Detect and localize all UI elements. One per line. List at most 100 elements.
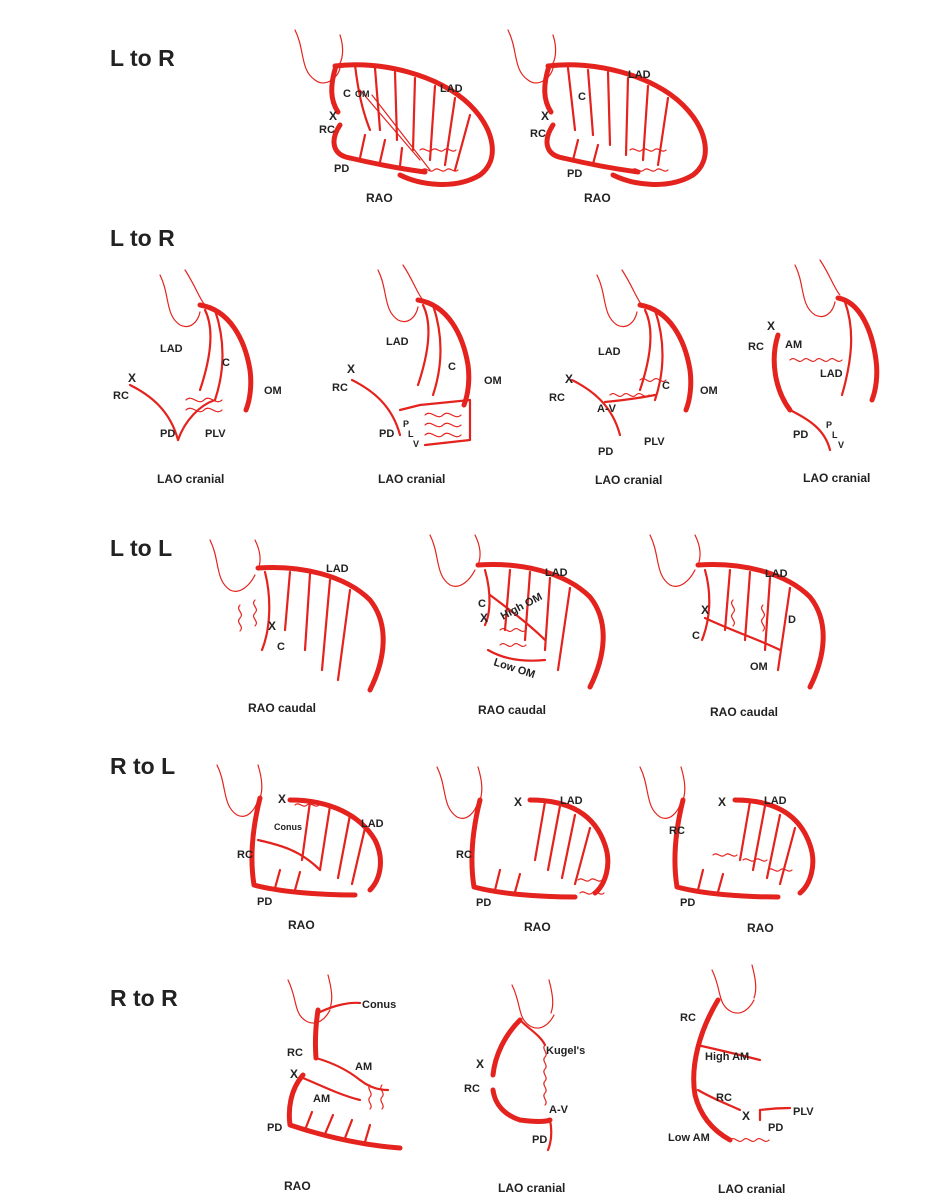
- label-rc-lower: RC: [716, 1092, 732, 1104]
- panel-r5-1: Conus RC AM X AM PD RAO: [267, 974, 403, 1193]
- panel-r3-1: LAD X C RAO caudal: [209, 539, 386, 715]
- label-rc-top: RC: [680, 1012, 696, 1024]
- panel-caption: RAO caudal: [478, 703, 546, 717]
- panel-caption: RAO caudal: [248, 701, 316, 715]
- label-pd: PD: [793, 429, 808, 441]
- label-x: X: [128, 371, 136, 385]
- heart-outline: [377, 264, 424, 323]
- label-conus: Conus: [274, 822, 302, 832]
- label-v: V: [413, 439, 419, 449]
- label-conus: Conus: [362, 999, 396, 1011]
- label-om: OM: [264, 385, 282, 397]
- heart-outline: [287, 974, 333, 1024]
- label-am: AM: [785, 339, 802, 351]
- label-pd: PD: [532, 1134, 547, 1146]
- vessel-tree: [329, 62, 495, 187]
- label-rc: RC: [113, 390, 129, 402]
- vessel-tree: [672, 797, 816, 900]
- label-x: X: [541, 109, 549, 123]
- panel-r5-3: RC High AM RC X PLV PD Low AM LAO crania…: [668, 964, 814, 1196]
- label-x: X: [476, 1057, 484, 1071]
- label-lad: LAD: [765, 568, 788, 580]
- label-pd: PD: [768, 1122, 783, 1134]
- panel-r3-2: LAD C X High OM Low OM RAO caudal: [429, 534, 606, 717]
- row-heading-l-to-l: L to L: [110, 535, 172, 561]
- label-rc: RC: [464, 1083, 480, 1095]
- label-x: X: [742, 1109, 750, 1123]
- label-lad: LAD: [628, 69, 651, 81]
- label-pd: PD: [267, 1122, 282, 1134]
- label-c: C: [692, 630, 700, 642]
- label-lad: LAD: [598, 346, 621, 358]
- label-lad: LAD: [560, 795, 583, 807]
- label-x: X: [480, 611, 488, 625]
- label-l: L: [408, 429, 414, 439]
- label-p: P: [403, 419, 409, 429]
- heart-outline: [711, 964, 757, 1014]
- label-plv: PLV: [644, 436, 665, 448]
- label-v: V: [838, 440, 844, 450]
- panel-caption: RAO: [584, 191, 611, 205]
- label-low-am: Low AM: [668, 1132, 710, 1144]
- vessel-tree: [542, 62, 708, 187]
- label-rc: RC: [530, 128, 546, 140]
- label-om: OM: [750, 661, 768, 673]
- label-x: X: [514, 795, 522, 809]
- panel-caption: LAO cranial: [718, 1182, 785, 1196]
- label-pd: PD: [476, 897, 491, 909]
- label-c: C: [478, 598, 486, 610]
- panel-r1-1: C OM LAD X RC PD RAO: [294, 29, 495, 205]
- label-x: X: [701, 603, 709, 617]
- vessel-tree: [475, 562, 606, 690]
- vessel-tree: [249, 795, 383, 898]
- label-om: OM: [484, 375, 502, 387]
- label-a-v: A-V: [549, 1104, 569, 1116]
- panel-caption: LAO cranial: [378, 472, 445, 486]
- label-p: P: [826, 420, 832, 430]
- label-lad: LAD: [545, 567, 568, 579]
- label-am-lower: AM: [313, 1093, 330, 1105]
- panel-r2-4: X RC AM LAD PD P L V LAO cranial: [748, 259, 880, 485]
- panel-caption: RAO: [747, 921, 774, 935]
- label-plv: PLV: [793, 1106, 814, 1118]
- label-x: X: [718, 795, 726, 809]
- label-pd: PD: [379, 428, 394, 440]
- panel-caption: RAO: [284, 1179, 311, 1193]
- label-a-v: A-V: [597, 403, 617, 415]
- panel-caption: LAO cranial: [803, 471, 870, 485]
- label-x: X: [290, 1067, 298, 1081]
- label-kugels: Kugel's: [546, 1045, 585, 1057]
- label-om: OM: [700, 385, 718, 397]
- label-lad: LAD: [361, 818, 384, 830]
- label-c: C: [578, 91, 586, 103]
- label-x: X: [278, 792, 286, 806]
- label-rc: RC: [237, 849, 253, 861]
- label-pd: PD: [598, 446, 613, 458]
- panel-r4-3: X LAD RC PD RAO: [639, 766, 816, 935]
- label-d: D: [788, 614, 796, 626]
- label-x: X: [329, 109, 337, 123]
- row-heading-l-to-r-2: L to R: [110, 225, 175, 251]
- vessel-tree: [128, 302, 254, 442]
- panel-caption: RAO: [288, 918, 315, 932]
- vessel-tree: [695, 562, 826, 690]
- label-c: C: [448, 361, 456, 373]
- label-plv: PLV: [205, 428, 226, 440]
- heart-outline: [794, 259, 841, 318]
- label-am: AM: [355, 1061, 372, 1073]
- row-heading-r-to-r: R to R: [110, 985, 178, 1011]
- vessel-tree: [237, 565, 386, 693]
- label-lad: LAD: [820, 368, 843, 380]
- label-rc: RC: [549, 392, 565, 404]
- panel-r3-3: LAD X C D OM RAO caudal: [649, 534, 826, 719]
- heart-outline: [649, 534, 701, 587]
- heart-outline: [596, 269, 643, 328]
- label-pd: PD: [160, 428, 175, 440]
- vessel-tree: [570, 302, 694, 437]
- heart-outline: [511, 979, 555, 1029]
- heart-outline: [429, 534, 481, 587]
- label-x: X: [347, 362, 355, 376]
- label-rc: RC: [332, 382, 348, 394]
- vessel-tree: [286, 1001, 403, 1151]
- label-x: X: [268, 619, 276, 633]
